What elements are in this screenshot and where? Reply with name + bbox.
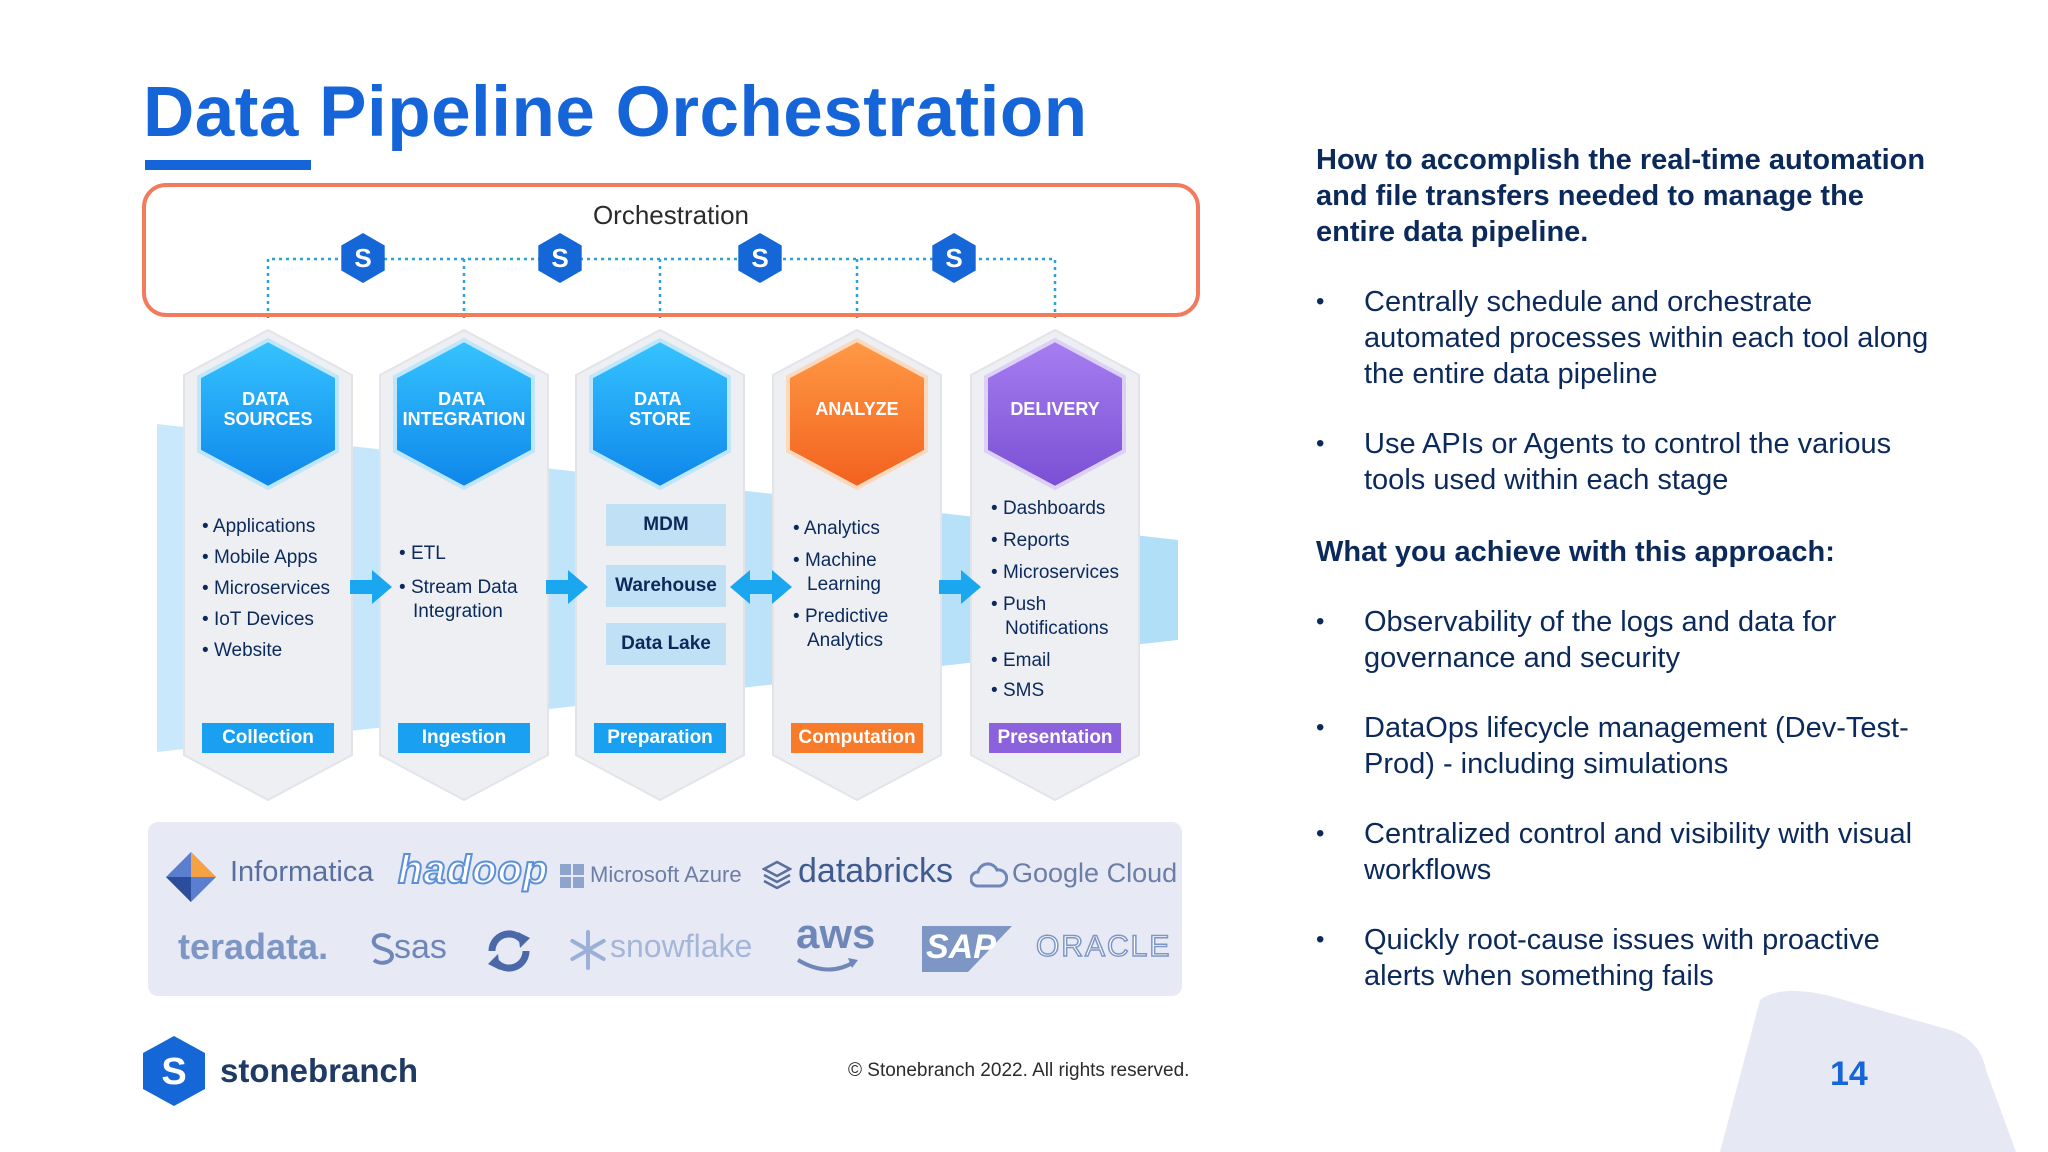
- orchestration-node: S: [738, 233, 782, 283]
- list-item: IoT Devices: [202, 604, 330, 635]
- sas-swirl-icon: [371, 933, 395, 965]
- orchestration-frame: [142, 183, 1200, 317]
- logo-microsoft-azure: Microsoft Azure: [590, 862, 742, 887]
- orchestration-label: Orchestration: [592, 200, 750, 230]
- bullet-item: Observability of the logs and data for g…: [1316, 604, 1936, 676]
- logo-sap: SAP: [926, 928, 996, 966]
- databricks-stack-icon: [762, 860, 792, 890]
- arrow-bidirectional-icon: [730, 570, 792, 604]
- heading-how-to: How to accomplish the real-time automati…: [1316, 144, 1926, 248]
- stage-footer-preparation: Preparation: [594, 723, 726, 753]
- list-item: Applications: [202, 511, 330, 542]
- brand-name: stonebranch: [220, 1052, 419, 1089]
- bullet-item: DataOps lifecycle management (Dev-Test-P…: [1316, 710, 1936, 782]
- stage-items-delivery: Dashboards Reports Microservices Push No…: [991, 497, 1119, 703]
- stage-header-delivery: DELIVERY: [1010, 399, 1099, 419]
- list-item: Microservices: [202, 573, 330, 604]
- logo-snowflake: snowflake: [610, 928, 753, 964]
- snowflake-icon: [570, 930, 606, 970]
- list-item: Website: [202, 635, 330, 666]
- orchestration-node-glyph: S: [354, 243, 371, 273]
- store-box-mdm: MDM: [606, 504, 726, 546]
- list-item: Mobile Apps: [202, 542, 330, 573]
- orchestration-node: S: [538, 233, 582, 283]
- stage-footer-collection: Collection: [202, 723, 334, 753]
- logo-hadoop: hadoop: [397, 847, 549, 893]
- copyright-text: © Stonebranch 2022. All rights reserved.: [848, 1060, 1190, 1081]
- cloud-icon: [970, 862, 1008, 888]
- stage-hex-delivery: [984, 337, 1126, 491]
- list-item: SMS: [991, 679, 1119, 703]
- list-item: Predictive: [793, 605, 888, 629]
- stage-footer-ingestion: Ingestion: [398, 723, 530, 753]
- list-item-continuation: Notifications: [1005, 618, 1109, 639]
- aws-smile-icon: [796, 958, 858, 972]
- orchestration-connectors: [266, 257, 1057, 318]
- logo-teradata: teradata.: [178, 926, 329, 967]
- corner-decoration: [1720, 990, 2016, 1152]
- list-item: Stream Data: [399, 576, 518, 600]
- list-item: Email: [991, 649, 1119, 673]
- heading-what-you-achieve: What you achieve with this approach:: [1316, 536, 1835, 568]
- stage-hex-analyze: [786, 337, 928, 491]
- logo-aws: aws: [796, 910, 876, 957]
- list-item: Analytics: [793, 517, 888, 541]
- stage-items-data-integration: ETL Stream Data Integration: [399, 542, 518, 624]
- orchestration-node-glyph: S: [551, 243, 568, 273]
- bullet-item: Use APIs or Agents to control the variou…: [1316, 426, 1936, 498]
- bullet-item: Centrally schedule and orchestrate autom…: [1316, 284, 1936, 392]
- stage-items-data-sources: Applications Mobile Apps Microservices I…: [202, 511, 330, 666]
- stage-footer-computation: Computation: [791, 723, 923, 753]
- stage-header-data-integration: DATA INTEGRATION: [403, 389, 526, 429]
- refresh-cycle-icon: [488, 930, 530, 972]
- stage-header-data-sources: DATA SOURCES: [223, 389, 312, 429]
- logo-oracle: ORACLE: [1035, 929, 1172, 964]
- flow-arrows: [350, 570, 981, 604]
- list-item-continuation: Analytics: [807, 630, 884, 651]
- stage-footer-presentation: Presentation: [989, 723, 1121, 753]
- stage-header-data-store: DATA STORE: [629, 389, 691, 429]
- arrow-right-icon: [350, 570, 392, 604]
- stage-hex-data-sources: [197, 337, 339, 491]
- list-item: Machine: [793, 549, 888, 573]
- logo-google-cloud: Google Cloud: [1012, 858, 1178, 888]
- title-underline: [145, 160, 311, 170]
- arrow-right-icon: [939, 570, 981, 604]
- stonebranch-logo-icon: S: [143, 1036, 205, 1106]
- bullet-item: Centralized control and visibility with …: [1316, 816, 1936, 888]
- list-item: Push: [991, 593, 1119, 617]
- store-box-data-lake: Data Lake: [606, 623, 726, 665]
- stage-items-analyze: Analytics Machine Learning Predictive An…: [793, 517, 888, 653]
- orchestration-node: S: [341, 233, 385, 283]
- list-item: ETL: [399, 542, 518, 566]
- arrow-right-icon: [546, 570, 588, 604]
- microsoft-windows-icon: [560, 864, 584, 888]
- list-item: Dashboards: [991, 497, 1119, 521]
- sap-badge-icon: [922, 926, 1012, 972]
- stage-hex-data-integration: [393, 337, 535, 491]
- logo-sas: sas: [394, 928, 447, 966]
- store-box-warehouse: Warehouse: [606, 565, 726, 607]
- orchestration-node-glyph: S: [945, 243, 962, 273]
- list-item-continuation: Learning: [807, 574, 881, 595]
- brand-logo-glyph: S: [161, 1051, 186, 1093]
- logo-databricks: databricks: [798, 852, 953, 890]
- list-item: Reports: [991, 529, 1119, 553]
- page-title: Data Pipeline Orchestration: [143, 73, 1088, 152]
- list-item-continuation: Integration: [413, 601, 503, 622]
- orchestration-node: S: [932, 233, 976, 283]
- list-item: Microservices: [991, 561, 1119, 585]
- right-text-column: How to accomplish the real-time automati…: [1316, 142, 1936, 994]
- informatica-diamond-icon: [166, 852, 216, 902]
- page-number: 14: [1830, 1055, 1868, 1093]
- orchestration-node-glyph: S: [751, 243, 768, 273]
- stage-header-analyze: ANALYZE: [815, 399, 898, 419]
- bullet-item: Quickly root-cause issues with proactive…: [1316, 922, 1936, 994]
- technology-logos-panel: Informatica hadoop Microsoft Azure datab…: [148, 822, 1182, 996]
- logo-informatica: Informatica: [230, 856, 374, 888]
- stage-hex-data-store: [589, 337, 731, 491]
